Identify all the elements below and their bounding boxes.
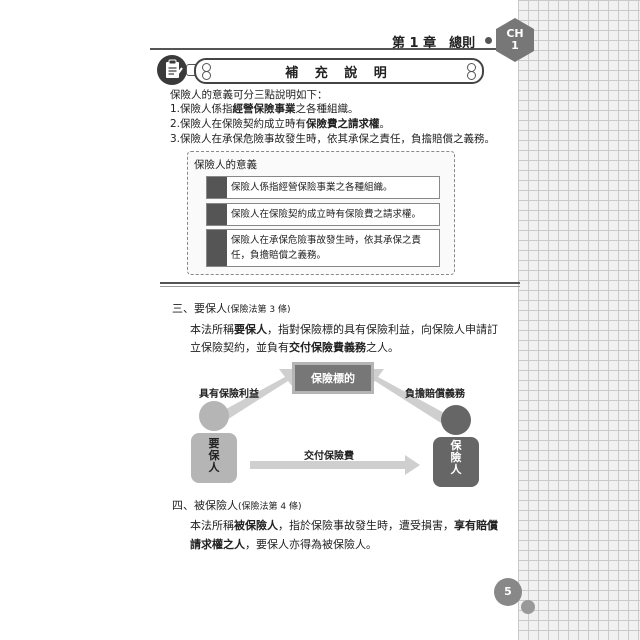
supplement-point-1: 1.保險人係指經營保險事業之各種組織。 <box>170 101 359 116</box>
summary-item-text: 保險人係指經營保險事業之各種組織。 <box>231 182 393 193</box>
person-head-icon <box>441 405 471 435</box>
para-bold: 請求權之人 <box>190 538 245 551</box>
summary-item: 保險人在保險契約成立時有保險費之請求權。 <box>206 203 440 226</box>
supplement-point-3: 3.保險人在承保危險事故發生時，依其承保之責任，負擔賠償之義務。 <box>170 131 495 146</box>
arrow-bottom <box>250 455 420 475</box>
ring-decoration <box>467 71 476 80</box>
policyholder-label: 要保人 <box>208 437 220 474</box>
section-heading-text: 三、要保人 <box>172 302 227 315</box>
para-text: 立保險契約，並負有 <box>190 341 289 354</box>
chapter-title: 第 1 章 總則 <box>392 36 476 51</box>
chapter-badge-line2: 1 <box>511 39 519 52</box>
grid-strip-decoration <box>518 0 640 640</box>
supplement-bottom-rule <box>160 282 520 284</box>
para-bold: 享有賠償 <box>454 519 498 532</box>
law-reference: (保險法第 3 條) <box>227 305 291 315</box>
point-text: 1.保險人係指 <box>170 103 233 115</box>
relationship-diagram <box>215 369 448 475</box>
summary-item: 保險人係指經營保險事業之各種組織。 <box>206 176 440 199</box>
arrow-left-to-object <box>215 369 301 423</box>
left-top-label: 具有保險利益 <box>199 389 259 400</box>
person-body-icon <box>191 433 237 483</box>
point-text: 之各種組織。 <box>295 103 359 115</box>
point-text: 。 <box>379 118 391 130</box>
page-number: 5 <box>494 578 522 606</box>
para-text: ，指於保險事故發生時，遭受損害， <box>278 519 454 532</box>
supplement-point-2: 2.保險人在保險契約成立時有保險費之請求權。 <box>170 116 390 131</box>
point-bold: 保險費之請求權 <box>306 118 380 130</box>
section-4-line-1: 本法所稱被保險人，指於保險事故發生時，遭受損害，享有賠償 <box>190 517 498 533</box>
para-bold: 被保險人 <box>234 519 278 532</box>
bottom-label: 交付保險費 <box>304 451 354 462</box>
summary-item-text: 保險人在承保危險事故發生時，依其承保之責任，負擔賠償之義務。 <box>231 235 422 261</box>
para-text: 本法所稱 <box>190 519 234 532</box>
summary-item-text: 保險人在保險契約成立時有保險費之請求權。 <box>231 209 422 220</box>
section-4-heading: 四、被保險人(保險法第 4 條) <box>172 497 301 513</box>
person-head-icon <box>199 401 229 431</box>
point-text: 3.保險人在承保危險事故發生時，依其承保之責任，負擔賠償之義務。 <box>170 133 496 145</box>
summary-item: 保險人在承保危險事故發生時，依其承保之責任，負擔賠償之義務。 <box>206 229 440 267</box>
arrow-right-to-object <box>362 369 448 423</box>
section-3-line-1: 本法所稱要保人，指對保險標的具有保險利益，向保險人申請訂 <box>190 321 498 337</box>
person-body-icon <box>433 437 479 487</box>
section-3-line-2: 立保險契約，並負有交付保險費義務之人。 <box>190 339 399 355</box>
supplement-bottom-rule <box>160 286 520 287</box>
point-bold: 經營保險事業 <box>232 103 296 115</box>
para-bold: 交付保險費義務 <box>289 341 366 354</box>
page-dot-decoration <box>521 600 535 614</box>
summary-box-title: 保險人的意義 <box>194 159 257 171</box>
law-reference: (保險法第 4 條) <box>238 502 302 512</box>
para-text: 之人。 <box>366 341 399 354</box>
chapter-badge-line1: CH <box>506 27 524 40</box>
clipboard-icon <box>157 55 187 85</box>
section-heading-text: 四、被保險人 <box>172 499 238 512</box>
bullet-square-icon <box>207 177 227 198</box>
chapter-dot-icon <box>485 37 492 44</box>
supplement-header-bar: 補 充 說 明 <box>194 58 484 84</box>
ring-decoration <box>202 71 211 80</box>
para-text: ，要保人亦得為被保險人。 <box>245 538 377 551</box>
para-bold: 要保人 <box>234 323 267 336</box>
para-text: ，指對保險標的具有保險利益，向保險人申請訂 <box>267 323 498 336</box>
supplement-intro: 保險人的意義可分三點說明如下： <box>170 89 328 101</box>
header-rule <box>150 48 518 50</box>
insurer-label: 保險人 <box>450 439 462 476</box>
supplement-title: 補 充 說 明 <box>285 66 393 81</box>
bullet-square-icon <box>207 204 227 225</box>
insurance-object-box: 保險標的 <box>292 362 374 394</box>
section-3-heading: 三、要保人(保險法第 3 條) <box>172 300 290 316</box>
point-text: 2.保險人在保險契約成立時有 <box>170 118 307 130</box>
right-top-label: 負擔賠償義務 <box>405 389 465 400</box>
bullet-square-icon <box>207 230 227 266</box>
section-4-line-2: 請求權之人，要保人亦得為被保險人。 <box>190 536 377 552</box>
para-text: 本法所稱 <box>190 323 234 336</box>
